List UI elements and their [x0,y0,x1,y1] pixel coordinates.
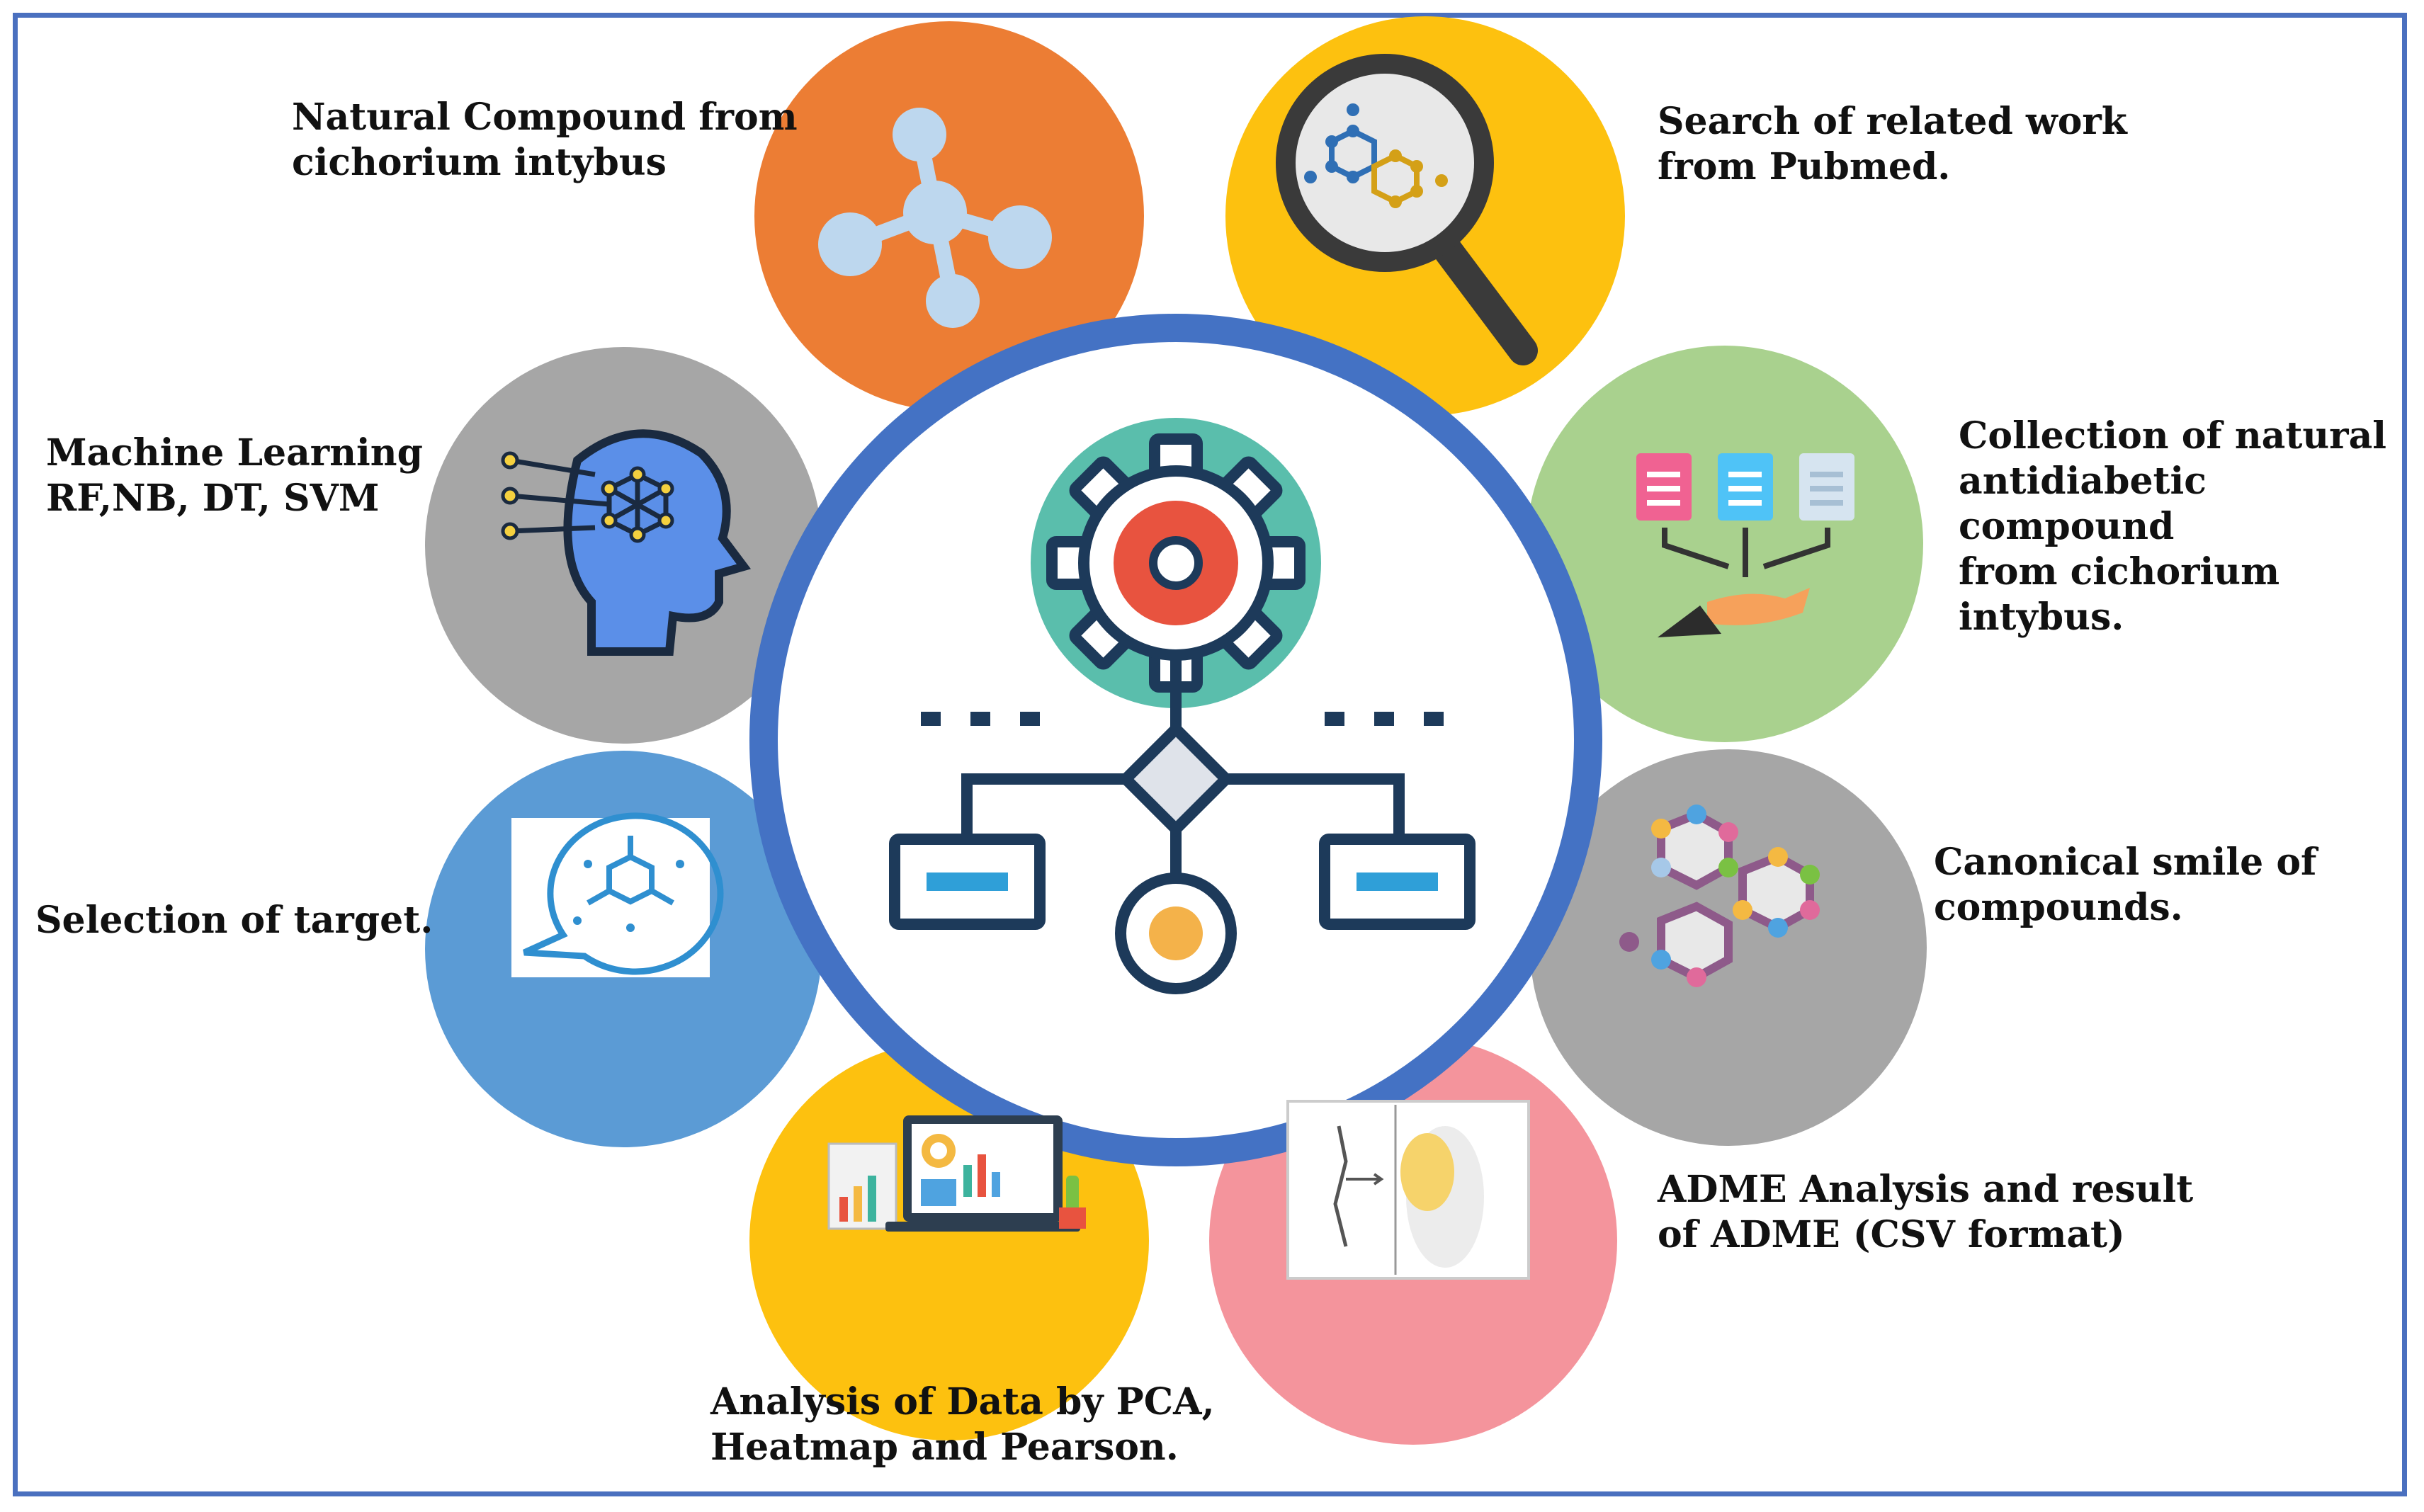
gear-workflow-icon [889,418,1476,994]
molecule-icon [818,108,1052,328]
molecule-speech-bubble-icon [511,812,724,977]
diagram-frame [13,13,2407,1496]
documents-hand-icon [1636,453,1854,637]
label-collection: Collection of natural antidiabetic compo… [1959,414,2387,639]
laptop-charts-icon [827,1115,1086,1232]
label-machine-learning: Machine Learning RF,NB, DT, SVM [46,431,423,520]
label-canonical-smile: Canonical smile of compounds. [1934,841,2317,929]
circle-collection [1527,346,1923,742]
label-data-analysis: Analysis of Data by PCA, Heatmap and Pea… [710,1380,1215,1469]
brain-head-icon [501,429,752,656]
label-natural-compound: Natural Compound from cichorium intybus [292,96,798,184]
magnifier-molecule-icon [1276,54,1538,365]
label-pubmed-search: Search of related work from Pubmed. [1658,100,2127,188]
label-target-selection: Selection of target. [35,899,434,942]
adme-plot-icon [1286,1100,1530,1280]
label-adme: ADME Analysis and result of ADME (CSV fo… [1658,1168,2194,1256]
hexagon-network-icon [1619,805,1820,987]
